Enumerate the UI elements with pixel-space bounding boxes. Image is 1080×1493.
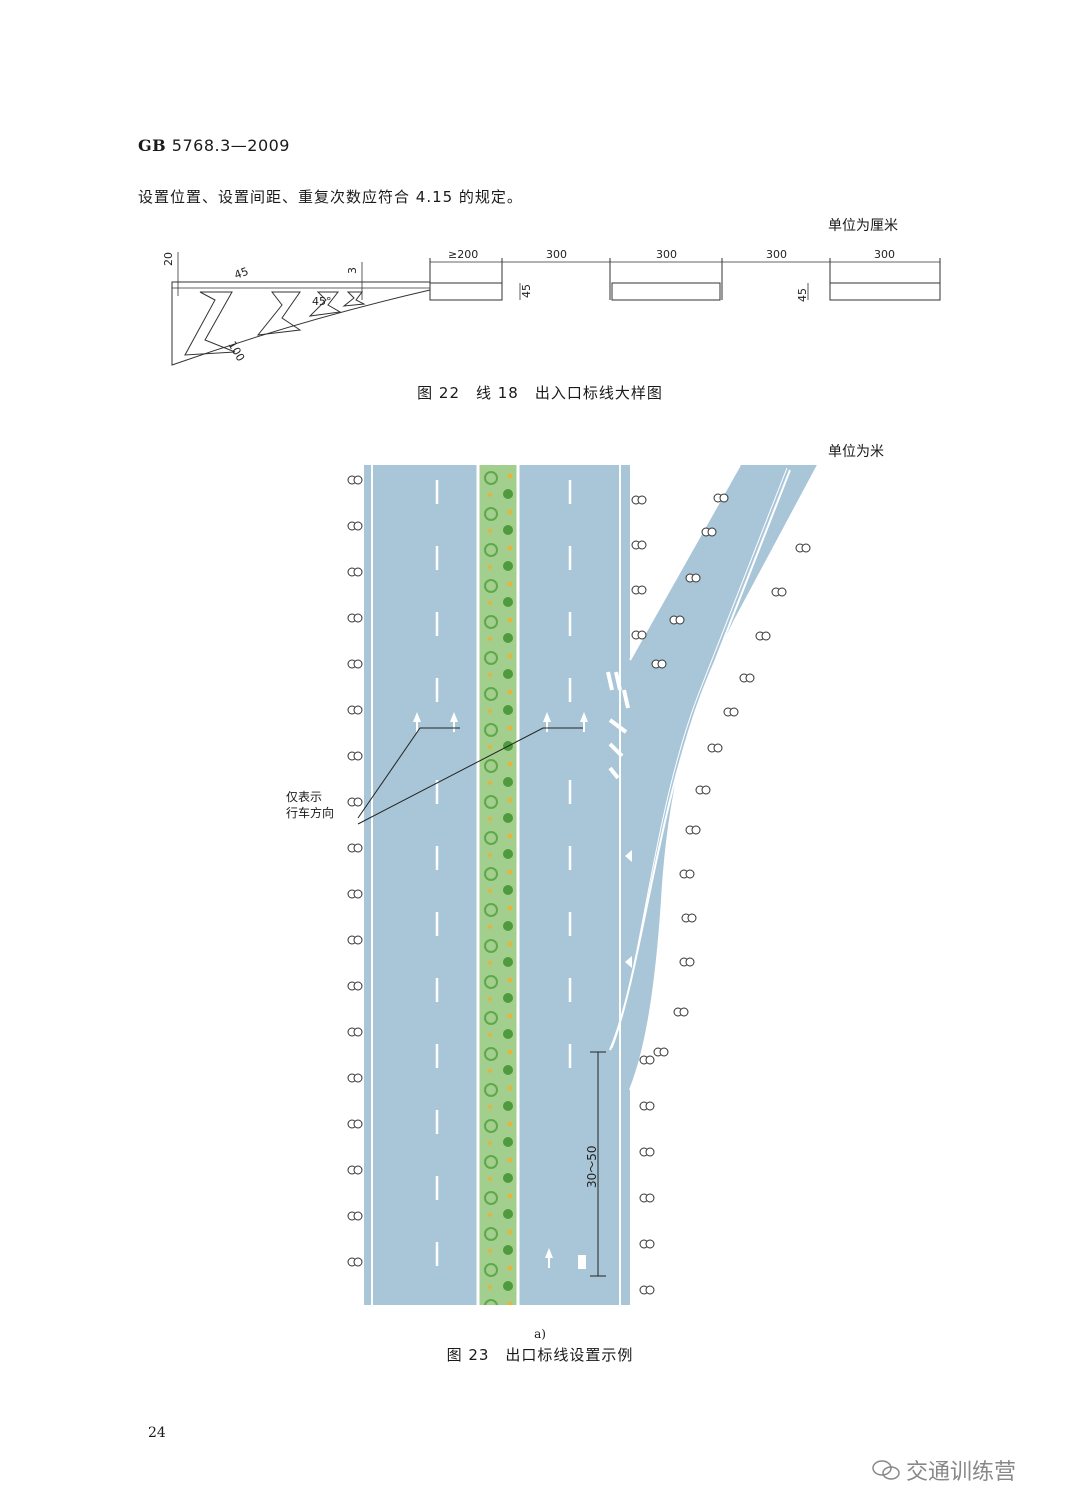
lamp-icon bbox=[801, 543, 811, 553]
lamp-icon bbox=[353, 981, 363, 991]
fig23-unit-note: 单位为米 bbox=[828, 444, 884, 460]
lamp-icon bbox=[353, 521, 363, 531]
standard-number: GB 5768.3—2009 bbox=[138, 136, 290, 155]
lamp-icon bbox=[657, 659, 667, 669]
lamp-icon bbox=[645, 1147, 655, 1157]
dim-300-b: 300 bbox=[656, 248, 677, 261]
lamp-icon bbox=[701, 785, 711, 795]
dim-300-a: 300 bbox=[546, 248, 567, 261]
lamp-icon bbox=[685, 869, 695, 879]
dim-3: 3 bbox=[346, 267, 359, 274]
lamp-icon bbox=[353, 1073, 363, 1083]
lamp-icon bbox=[353, 1027, 363, 1037]
lamp-icon bbox=[353, 751, 363, 761]
street-lamps bbox=[347, 475, 811, 1295]
lamp-icon bbox=[353, 705, 363, 715]
dim-300-d: 300 bbox=[874, 248, 895, 261]
dim-45-height-a: 45 bbox=[520, 284, 533, 298]
lamp-icon bbox=[761, 631, 771, 641]
lamp-icon bbox=[745, 673, 755, 683]
lamp-icon bbox=[353, 1119, 363, 1129]
dim-300-c: 300 bbox=[766, 248, 787, 261]
lamp-icon bbox=[637, 585, 647, 595]
lamp-icon bbox=[713, 743, 723, 753]
lamp-icon bbox=[353, 889, 363, 899]
lamp-icon bbox=[729, 707, 739, 717]
lamp-icon bbox=[637, 630, 647, 640]
watermark: 交通训练营 bbox=[872, 1454, 1016, 1486]
figure23-sublabel: a) bbox=[534, 1327, 546, 1341]
lamp-icon bbox=[637, 540, 647, 550]
lamp-icon bbox=[719, 493, 729, 503]
direction-arrows bbox=[413, 712, 632, 1269]
standard-prefix: GB bbox=[138, 136, 167, 155]
callout-leaders bbox=[357, 727, 583, 825]
lamp-icon bbox=[645, 1285, 655, 1295]
figure23-caption: 图 23 出口标线设置示例 bbox=[446, 1346, 634, 1364]
taper-outline bbox=[171, 281, 431, 366]
figure22-caption: 图 22 线 18 出入口标线大样图 bbox=[417, 384, 663, 402]
lamp-icon bbox=[679, 1007, 689, 1017]
lamp-icon bbox=[353, 613, 363, 623]
fig22-unit-note: 单位为厘米 bbox=[828, 218, 898, 234]
lamp-icon bbox=[353, 1165, 363, 1175]
lamp-icon bbox=[645, 1101, 655, 1111]
lamp-icon bbox=[687, 913, 697, 923]
dim-20: 20 bbox=[162, 252, 175, 266]
dim-45-height-b: 45 bbox=[796, 288, 809, 302]
lamp-icon bbox=[659, 1047, 669, 1057]
chevron-1 bbox=[184, 291, 236, 356]
lamp-icon bbox=[645, 1193, 655, 1203]
lamp-icon bbox=[353, 1257, 363, 1267]
lane-dashes bbox=[435, 480, 572, 1266]
figure23-diagram: 30～50 bbox=[347, 464, 819, 1305]
lamp-icon bbox=[675, 615, 685, 625]
lamp-icon bbox=[353, 935, 363, 945]
segment-first bbox=[429, 282, 503, 301]
chevron-3 bbox=[308, 291, 342, 317]
dim-ge200: ≥200 bbox=[448, 248, 478, 261]
lamp-icon bbox=[353, 843, 363, 853]
distance-dimension bbox=[590, 1051, 606, 1277]
lamp-icon bbox=[353, 567, 363, 577]
callout-line2: 行车方向 bbox=[286, 806, 335, 820]
callout-line1: 仅表示 bbox=[286, 790, 323, 804]
lamp-icon bbox=[637, 495, 647, 505]
lamp-icon bbox=[353, 1211, 363, 1221]
dim-angle-45: 45° bbox=[312, 295, 332, 308]
distance-label: 30～50 bbox=[585, 1145, 599, 1188]
dim-45-top: 45 bbox=[233, 265, 251, 282]
chevron-2 bbox=[256, 291, 302, 336]
segment-mid bbox=[611, 282, 721, 301]
figure22-diagram: 20 45 3 45° 100 ≥200 300 300 300 300 45 … bbox=[162, 248, 941, 366]
lamp-icon bbox=[691, 573, 701, 583]
lamp-icon bbox=[645, 1055, 655, 1065]
segment-last bbox=[829, 282, 941, 301]
lamp-icon bbox=[707, 527, 717, 537]
wechat-icon bbox=[872, 1460, 900, 1480]
standard-code: 5768.3—2009 bbox=[171, 136, 290, 155]
lamp-icon bbox=[645, 1239, 655, 1249]
lamp-icon bbox=[691, 825, 701, 835]
lamp-icon bbox=[353, 475, 363, 485]
body-paragraph: 设置位置、设置间距、重复次数应符合 4.15 的规定。 bbox=[138, 188, 523, 206]
lamp-icon bbox=[777, 587, 787, 597]
watermark-text: 交通训练营 bbox=[906, 1460, 1017, 1485]
exit-ramp bbox=[630, 465, 818, 1090]
gore-chevrons bbox=[606, 671, 630, 780]
lamp-icon bbox=[353, 797, 363, 807]
lamp-icon bbox=[353, 659, 363, 669]
lamp-icon bbox=[685, 957, 695, 967]
median-planting bbox=[478, 465, 518, 1305]
page-number: 24 bbox=[148, 1425, 166, 1441]
callout-label: 仅表示 行车方向 bbox=[286, 789, 334, 821]
